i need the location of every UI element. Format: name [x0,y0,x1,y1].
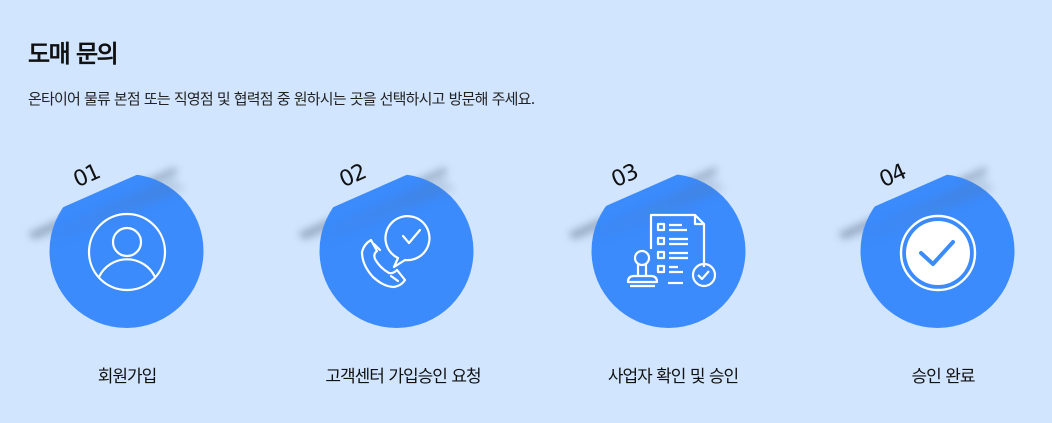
step-1: 01 회원가입 [0,150,270,410]
step-3: 03 사업자 확인 및 승인 [540,150,810,410]
document-stamp-icon [626,213,717,288]
step-2: 02 고객센터 가입승인 요청 [270,150,540,410]
page-subtitle: 온타이어 물류 본점 또는 직영점 및 협력점 중 원하시는 곳을 선택하시고 … [28,90,535,108]
step-label: 사업자 확인 및 승인 [607,367,739,387]
step-badge [838,167,1015,328]
user-profile-icon [87,212,167,292]
step-label: 회원가입 [97,367,158,387]
step-label: 승인 완료 [911,367,976,387]
step-4: 04 승인 완료 [810,150,1052,410]
step-badge [28,167,204,328]
step-badge [298,167,474,328]
step-badge [568,167,746,328]
check-circle-icon [899,214,977,292]
step-label: 고객센터 가입승인 요청 [325,367,481,387]
page-title: 도매 문의 [28,40,119,68]
phone-check-icon [360,215,431,289]
